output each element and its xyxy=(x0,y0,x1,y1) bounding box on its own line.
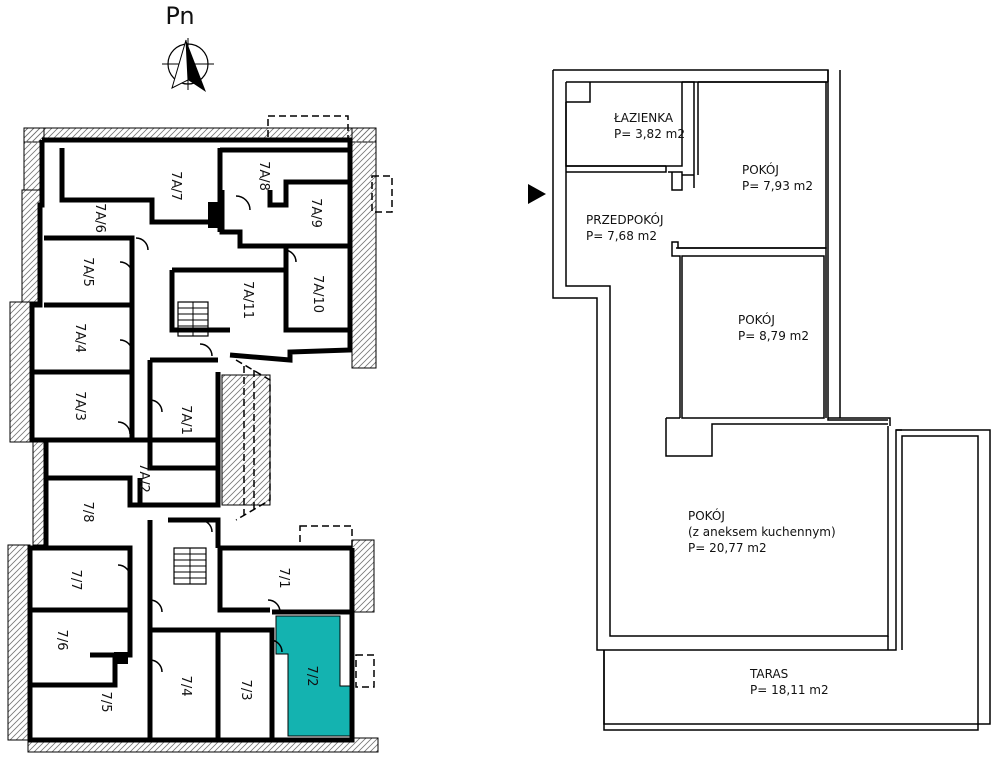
staircase-south-icon xyxy=(173,547,207,585)
unit-label: 7A/1 xyxy=(178,405,193,435)
unit-label: 7/6 xyxy=(54,630,69,651)
unit-label: 7A/5 xyxy=(80,257,95,287)
room-name: PRZEDPOKÓJ xyxy=(586,212,664,227)
room-area: P= 20,77 m2 xyxy=(688,541,767,555)
apartment-plan: ŁAZIENKA P= 3,82 m2 POKÓJ P= 7,93 m2 PRZ… xyxy=(528,69,991,731)
unit-label: 7/5 xyxy=(98,692,113,713)
compass: Pn xyxy=(162,2,214,92)
unit-label: 7A/11 xyxy=(240,281,255,319)
unit-label: 7/4 xyxy=(178,676,193,697)
room-note: (z aneksem kuchennym) xyxy=(688,525,836,539)
unit-label: 7/7 xyxy=(68,570,83,591)
unit-label: 7A/6 xyxy=(92,203,107,233)
unit-label: 7A/8 xyxy=(256,161,271,191)
unit-label: 7/8 xyxy=(80,502,95,523)
building-plan: 7A/7 7A/8 7A/6 7A/9 7A/5 7A/11 7A/10 7A/… xyxy=(7,115,393,753)
room-area: P= 8,79 m2 xyxy=(738,329,809,343)
unit-label: 7A/7 xyxy=(168,171,183,201)
highlighted-unit-7-2 xyxy=(275,615,351,737)
entrance-arrow-icon xyxy=(528,184,546,204)
north-arrow-icon xyxy=(162,38,214,92)
room-name: POKÓJ xyxy=(742,162,779,177)
compass-label: Pn xyxy=(165,2,194,30)
unit-label: 7A/10 xyxy=(310,275,325,313)
room-name: POKÓJ xyxy=(738,312,775,327)
unit-label: 7A/9 xyxy=(308,198,323,228)
room-area: P= 7,68 m2 xyxy=(586,229,657,243)
room-area: P= 3,82 m2 xyxy=(614,127,685,141)
unit-label: 7A/3 xyxy=(72,391,87,421)
unit-label: 7/3 xyxy=(238,680,253,701)
unit-label: 7/2 xyxy=(304,666,319,687)
unit-label: 7A/2 xyxy=(136,463,151,493)
room-name: POKÓJ xyxy=(688,508,725,523)
room-area: P= 18,11 m2 xyxy=(750,683,829,697)
room-name: TARAS xyxy=(749,667,788,681)
unit-label: 7A/4 xyxy=(72,323,87,353)
staircase-north-icon xyxy=(177,301,209,337)
room-name: ŁAZIENKA xyxy=(613,111,674,125)
unit-label: 7/1 xyxy=(276,568,291,589)
room-area: P= 7,93 m2 xyxy=(742,179,813,193)
